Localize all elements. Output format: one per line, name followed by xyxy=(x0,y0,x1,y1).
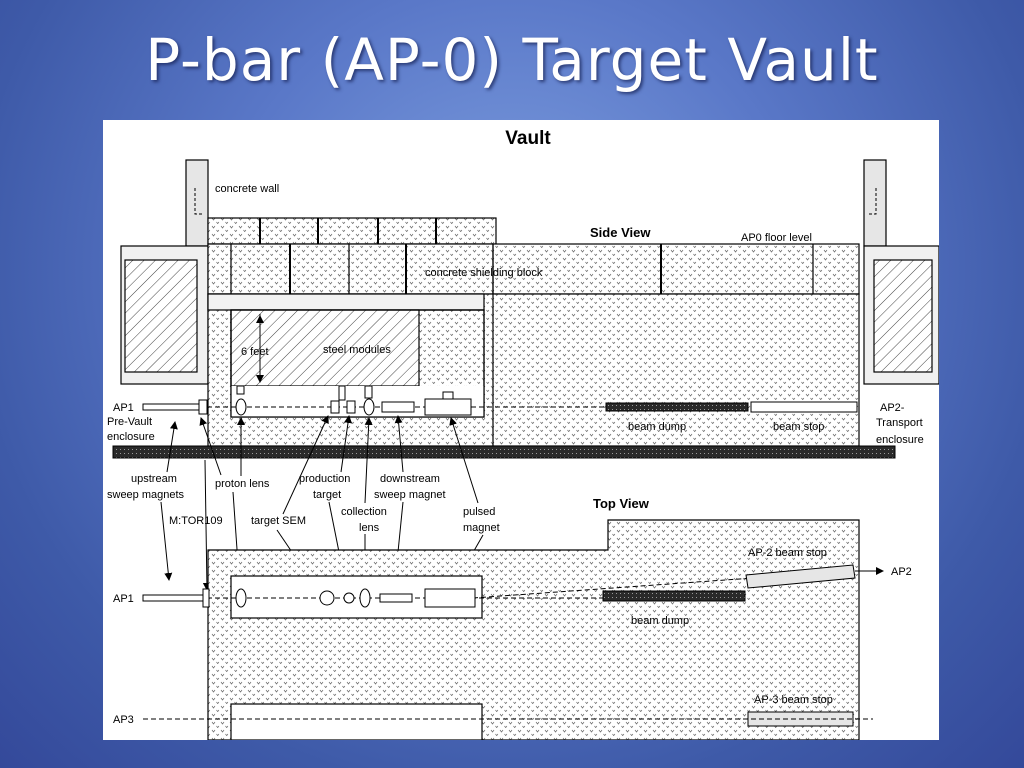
ap2-label-1: AP2- xyxy=(880,402,905,414)
pre-vault-label-1: Pre-Vault xyxy=(107,416,152,428)
pulsed-magnet-side xyxy=(424,398,472,416)
vault-diagram-svg: Vault xyxy=(107,128,940,741)
ap2-top-label: AP2 xyxy=(891,566,912,578)
beam-dump-side-label: beam dump xyxy=(628,421,686,433)
collection-label-2: lens xyxy=(359,522,380,534)
collection-lens-side xyxy=(363,398,375,416)
mtor-label: M:TOR109 xyxy=(169,515,223,527)
ap3-top-label: AP3 xyxy=(113,714,134,726)
proton-lens-side xyxy=(235,398,247,416)
pulsed-magnet-top xyxy=(424,588,476,608)
pre-vault-label-2: enclosure xyxy=(107,431,155,443)
production-target-top xyxy=(343,592,355,604)
ap2-beam-stop-top xyxy=(745,564,856,589)
top-view-label: Top View xyxy=(593,496,650,511)
transport-block xyxy=(873,259,933,373)
production-target-side xyxy=(330,400,340,414)
concrete-wall-label: concrete wall xyxy=(215,183,279,195)
ap2-beam-stop-label: AP-2 beam stop xyxy=(748,547,827,559)
lower-box-top xyxy=(230,703,483,741)
upstream-label-2: sweep magnets xyxy=(107,489,185,501)
side-view: Side View AP0 floor level concrete wall … xyxy=(107,159,940,459)
component-labels: upstream sweep magnets proton lens produ… xyxy=(107,415,500,591)
six-feet-label: 6 feet xyxy=(241,346,269,358)
steel-modules-label: steel modules xyxy=(323,344,391,356)
production-label-2: target xyxy=(313,489,341,501)
production-label-1: production xyxy=(299,473,350,485)
pre-vault-block xyxy=(124,259,198,373)
collection-lens-top xyxy=(359,588,371,608)
downstream-sweep-magnet-side xyxy=(381,401,415,413)
left-concrete-wall xyxy=(185,159,209,247)
concrete-shielding-block xyxy=(207,243,860,295)
pulsed-label-2: magnet xyxy=(463,522,500,534)
pulsed-label-1: pulsed xyxy=(463,506,495,518)
shielding-block-label: concrete shielding block xyxy=(425,267,543,279)
beam-dump-side xyxy=(605,402,749,412)
ap1-top-label: AP1 xyxy=(113,593,134,605)
top-view: Top View AP-2 beam stop AP2 AP1 beam dum… xyxy=(113,496,912,741)
downstream-label-1: downstream xyxy=(380,473,440,485)
ap1-side-label: AP1 xyxy=(113,402,134,414)
right-concrete-wall xyxy=(863,159,887,247)
upstream-label-1: upstream xyxy=(131,473,177,485)
beam-dump-top xyxy=(602,590,746,602)
proton-lens-label: proton lens xyxy=(215,478,270,490)
proton-lens-top xyxy=(235,588,247,608)
floor-level-label: AP0 floor level xyxy=(741,232,812,244)
collection-label-1: collection xyxy=(341,506,387,518)
beam-stop-side xyxy=(750,401,858,413)
target-sem-top xyxy=(319,590,335,606)
target-sem-label: target SEM xyxy=(251,515,306,527)
downstream-sweep-top xyxy=(379,593,413,603)
side-view-label: Side View xyxy=(590,225,651,240)
diagram-heading: Vault xyxy=(505,128,551,149)
slide-title: P-bar (AP-0) Target Vault xyxy=(145,26,879,94)
beam-dump-top-label: beam dump xyxy=(631,615,689,627)
floor-slab xyxy=(112,445,896,459)
top-shielding-row xyxy=(207,217,497,245)
vault-diagram: Vault xyxy=(103,120,940,741)
downstream-label-2: sweep magnet xyxy=(374,489,446,501)
ap3-beam-stop-label: AP-3 beam stop xyxy=(754,694,833,706)
ap2-label-3: enclosure xyxy=(876,434,924,446)
beam-stop-side-label: beam stop xyxy=(773,421,824,433)
ap2-label-2: Transport xyxy=(876,417,923,429)
